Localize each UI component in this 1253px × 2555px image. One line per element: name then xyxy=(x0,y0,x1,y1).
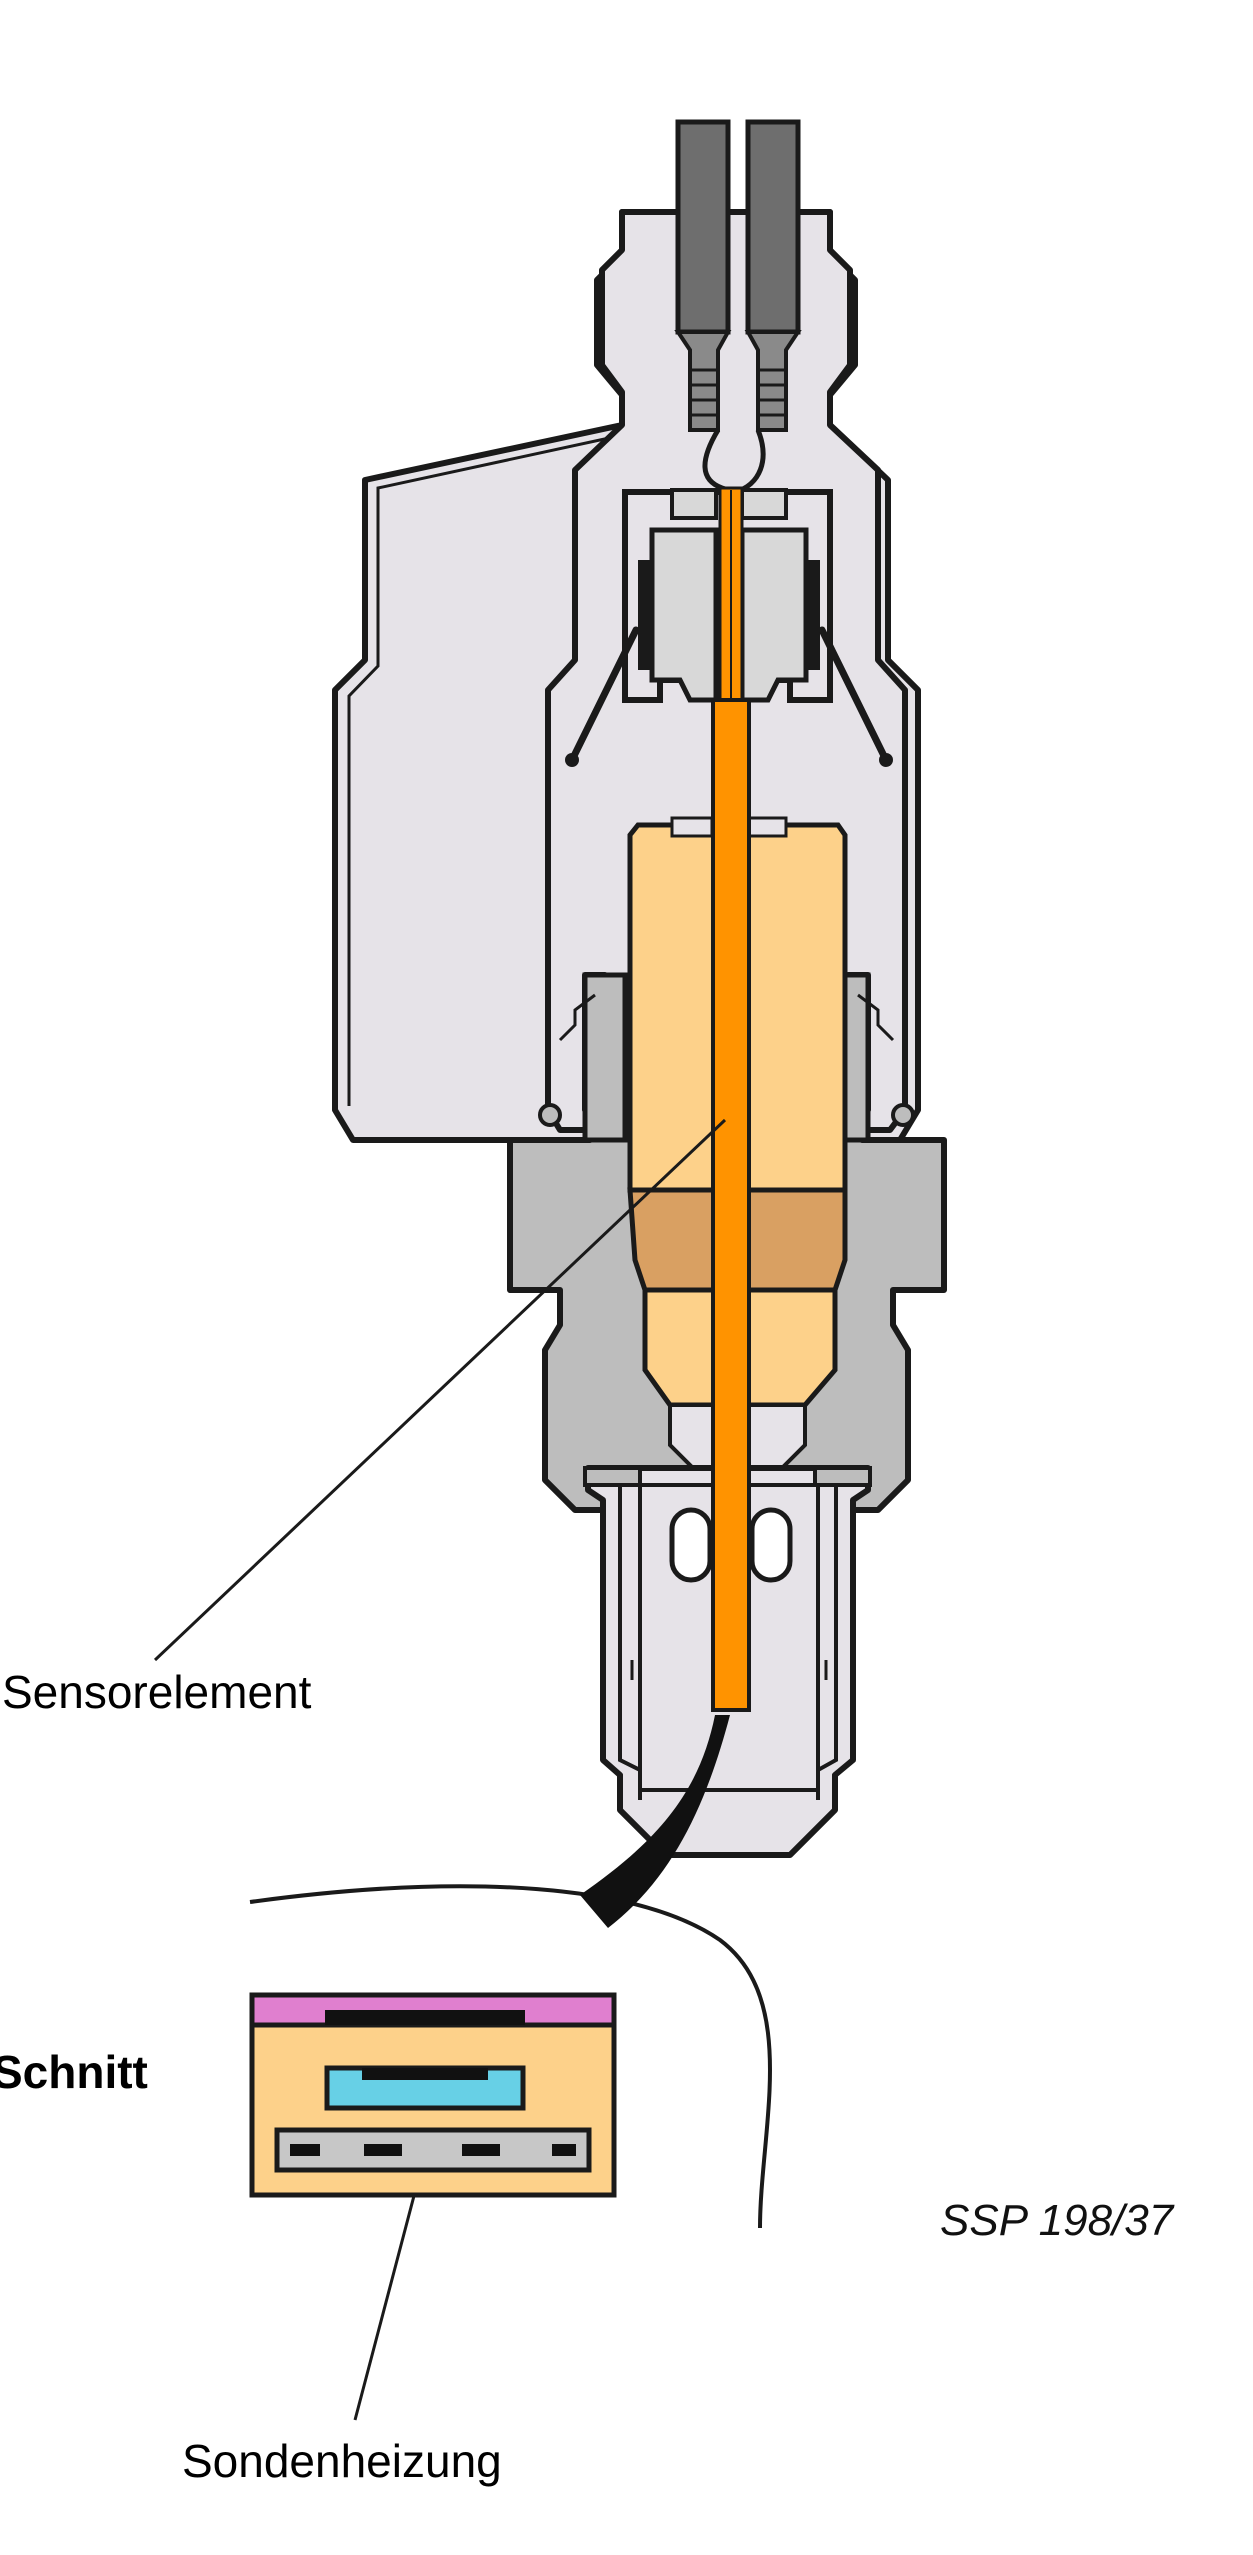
callout-pointer xyxy=(580,1715,730,1928)
spring-wire-left xyxy=(568,626,640,764)
label-sondenheizung: Sondenheizung xyxy=(182,2435,502,2487)
label-figure-ref: SSP 198/37 xyxy=(940,2196,1175,2245)
vent-slot-left xyxy=(669,1507,713,1583)
label-schnitt: Schnitt xyxy=(0,2046,148,2098)
ceramic-top-cap-left xyxy=(670,816,714,838)
cable-ends xyxy=(674,119,802,495)
housing-inner-contour xyxy=(558,993,596,1042)
vent-slot-right xyxy=(749,1507,793,1583)
cable-left-inner xyxy=(675,119,731,335)
callout-curve xyxy=(249,1884,772,2229)
tube-flange-right xyxy=(813,1466,872,1487)
heater-mark-2 xyxy=(364,2144,402,2156)
housing-inner-contour-right xyxy=(857,993,895,1042)
heater-mark-4 xyxy=(552,2144,576,2156)
cross-section xyxy=(249,1992,617,2198)
cable-right-inner xyxy=(745,119,801,335)
section-heater xyxy=(274,2127,592,2173)
terminal-right xyxy=(744,330,802,432)
spring-tip-left xyxy=(565,753,579,767)
spring-wire-right xyxy=(818,626,890,764)
seal-ring-right xyxy=(804,560,820,670)
contact-cap-left xyxy=(670,488,718,520)
sensor-element-rod xyxy=(711,698,751,1712)
heater-mark-1 xyxy=(290,2144,320,2156)
contact-block-left xyxy=(649,527,719,703)
sensor-element xyxy=(711,486,751,1712)
spring-tip-right xyxy=(879,753,893,767)
ceramic-top-cap-right xyxy=(744,816,788,838)
heater-mark-3 xyxy=(462,2144,500,2156)
contact-cap-right xyxy=(740,488,788,520)
housing-crimp-right xyxy=(891,1103,915,1127)
section-callout xyxy=(249,1715,772,2229)
seal-ring-left xyxy=(638,560,654,670)
label-sensorelement: Sensorelement xyxy=(2,1666,312,1718)
contact-block-right xyxy=(739,527,809,703)
housing-main xyxy=(582,972,628,1143)
housing-crimp-left xyxy=(538,1103,562,1127)
section-channel-electrode xyxy=(362,2068,488,2080)
tube-flange xyxy=(583,1466,642,1487)
leader-sensorelement xyxy=(153,1118,727,1662)
section-top-electrode xyxy=(325,2010,525,2025)
contact-holder xyxy=(565,488,893,767)
